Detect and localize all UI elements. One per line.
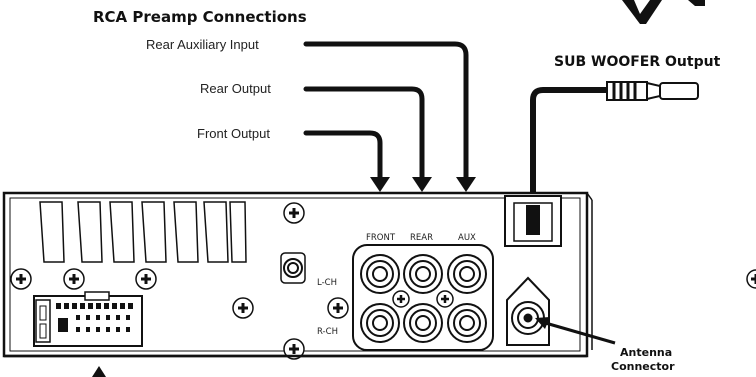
subwoofer-plug-tip bbox=[659, 82, 699, 100]
rca-jacks bbox=[360, 254, 487, 343]
rca-front-left bbox=[360, 254, 400, 294]
mounting-screws bbox=[10, 202, 756, 360]
subwoofer-jack-housing bbox=[504, 195, 562, 247]
screw-mid bbox=[232, 297, 254, 319]
label-rear-aux-input: Rear Auxiliary Input bbox=[146, 37, 259, 52]
screw-left-2 bbox=[63, 268, 85, 290]
rca-rear-left bbox=[403, 254, 443, 294]
screw-top-center bbox=[283, 202, 305, 224]
antenna-label-line2: Connector bbox=[611, 360, 675, 373]
subwoofer-plug-neck bbox=[646, 81, 661, 101]
screw-right-edge bbox=[746, 269, 756, 289]
arrow-rear bbox=[412, 177, 432, 192]
antenna-connector bbox=[506, 276, 550, 346]
antenna-label-line1: Antenna bbox=[620, 346, 672, 359]
label-subwoofer-output: SUB WOOFER Output bbox=[554, 54, 721, 70]
heatsink-fins bbox=[39, 201, 247, 263]
diagram-title: RCA Preamp Connections bbox=[93, 8, 307, 26]
antenna-callout-line bbox=[541, 320, 616, 345]
harness-pins-middle bbox=[76, 315, 130, 332]
front-output-callout bbox=[303, 130, 383, 181]
rca-panel-screw-left bbox=[392, 290, 410, 308]
rca-rear-right bbox=[403, 303, 443, 343]
harness-key-block bbox=[58, 318, 68, 332]
jack-label-front: FRONT bbox=[366, 233, 396, 243]
cropped-heading-fragment bbox=[622, 0, 705, 24]
harness-top-tab bbox=[84, 291, 110, 301]
jack-label-rear: REAR bbox=[410, 233, 433, 243]
rca-aux-right bbox=[447, 303, 487, 343]
rca-panel-screw-right bbox=[436, 290, 454, 308]
rca-aux-left bbox=[447, 254, 487, 294]
subwoofer-cable bbox=[530, 81, 699, 230]
rca-jack-panel: FRONT REAR AUX bbox=[352, 233, 494, 351]
arrow-bottom-harness bbox=[92, 366, 106, 377]
arrow-front bbox=[370, 177, 390, 192]
screw-channel bbox=[327, 297, 349, 319]
left-channel-label: L-CH bbox=[317, 278, 337, 288]
antenna-callout-arrowhead bbox=[535, 317, 550, 329]
callout-lines bbox=[303, 41, 469, 181]
jack-label-aux: AUX bbox=[458, 233, 476, 243]
label-rear-output: Rear Output bbox=[200, 81, 271, 96]
rca-front-right bbox=[360, 303, 400, 343]
wiring-harness-connector bbox=[33, 291, 143, 347]
rear-output-callout bbox=[303, 86, 425, 181]
harness-pins-top bbox=[56, 303, 133, 309]
label-front-output: Front Output bbox=[197, 126, 270, 141]
subwoofer-plug-ribs bbox=[612, 82, 637, 100]
subwoofer-cable-wire bbox=[530, 87, 608, 230]
rear-aux-input-callout bbox=[303, 41, 469, 181]
screw-bottom-center bbox=[283, 338, 305, 360]
ground-post bbox=[280, 252, 306, 284]
chassis-right-edge bbox=[586, 192, 593, 201]
screw-left-3 bbox=[135, 268, 157, 290]
screw-left-1 bbox=[10, 268, 32, 290]
arrow-aux bbox=[456, 177, 476, 192]
callout-arrowheads bbox=[92, 177, 476, 377]
right-channel-label: R-CH bbox=[317, 327, 338, 337]
